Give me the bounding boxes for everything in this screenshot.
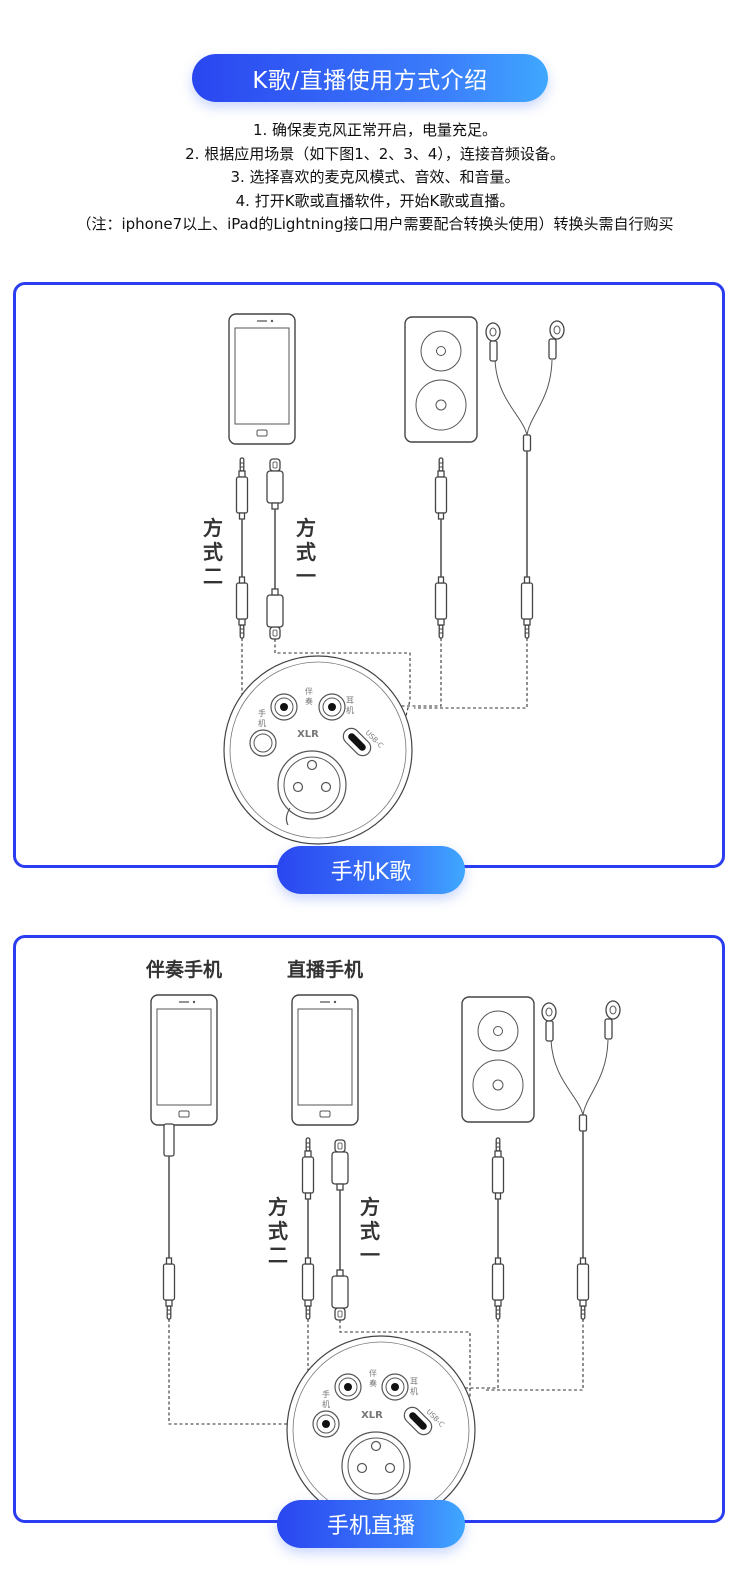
instruction-note: （注：iphone7以上、iPad的Lightning接口用户需要配合转换头使用… (76, 215, 674, 233)
port-label-accompany-1: 伴 (305, 686, 313, 696)
usb-plug-icon (266, 458, 284, 510)
phone-icon (150, 994, 218, 1126)
mode-one-char-1: 方 (360, 1195, 380, 1219)
port-label-earphone-1: 耳 (346, 696, 354, 705)
mode-two-char-1: 方 (203, 516, 223, 540)
port-label-phone-2: 机 (322, 1399, 330, 1409)
mode-one-char-3: 一 (296, 564, 316, 588)
jack-icon (578, 1258, 589, 1319)
instruction-1: 1. 确保麦克风正常开启，电量充足。 (252, 121, 498, 139)
jack-icon (522, 577, 533, 638)
port-label-phone-1: 手 (258, 708, 266, 718)
phone-icon (291, 994, 359, 1126)
microphone-base-icon (286, 1335, 476, 1520)
mode-one-char-1: 方 (296, 516, 316, 540)
xlr-label: XLR (361, 1410, 383, 1421)
phone-icon (228, 313, 296, 445)
mode-one-char-2: 式 (360, 1219, 380, 1243)
jack-icon (493, 1258, 504, 1319)
earphones-icon (485, 320, 565, 452)
usb-plug-icon (332, 1270, 348, 1320)
instruction-2: 2. 根据应用场景（如下图1、2、3、4），连接音频设备。 (185, 144, 565, 163)
jack-icon (303, 1258, 314, 1319)
mode-two-char-2: 式 (203, 540, 223, 564)
instruction-3: 3. 选择喜欢的麦克风模式、音效、和音量。 (230, 168, 520, 186)
jack-icon (164, 1258, 175, 1319)
port-label-accompany-2: 奏 (305, 696, 313, 706)
mode-one-char-3: 一 (360, 1243, 380, 1267)
page-title: K歌/直播使用方式介绍 (192, 54, 548, 102)
jack-icon (436, 577, 447, 638)
mode-two-char-2: 式 (268, 1219, 288, 1243)
mode-one-char-2: 式 (296, 540, 316, 564)
instructions: 1. 确保麦克风正常开启，电量充足。 2. 根据应用场景（如下图1、2、3、4）… (0, 119, 750, 237)
jack-icon (434, 457, 448, 520)
xlr-label: XLR (297, 729, 319, 740)
port-label-accompany-1: 伴 (369, 1368, 377, 1378)
mode-two-char-1: 方 (268, 1195, 288, 1219)
usb-plug-icon (267, 589, 283, 639)
karaoke-diagram (223, 313, 565, 845)
live-diagram (150, 994, 621, 1520)
live-mode-label: 手机直播 (277, 1500, 465, 1548)
port-label-accompany-2: 奏 (369, 1378, 377, 1388)
jack-icon (237, 577, 248, 638)
speaker-icon (461, 996, 535, 1123)
microphone-base-icon (223, 655, 413, 845)
instruction-4: 4. 打开K歌或直播软件，开始K歌或直播。 (235, 191, 515, 210)
mode-two-char-3: 二 (203, 564, 223, 588)
accompany-phone-label: 伴奏手机 (145, 958, 222, 981)
port-label-earphone-2: 机 (410, 1386, 418, 1396)
speaker-icon (404, 316, 478, 443)
jack-icon (235, 457, 249, 520)
port-label-phone-2: 机 (258, 718, 266, 728)
port-label-earphone-2: 机 (346, 705, 354, 715)
usb-plug-icon (331, 1139, 349, 1191)
earphones-icon (541, 1000, 621, 1132)
jack-icon (491, 1137, 505, 1200)
jack-icon (301, 1137, 315, 1200)
port-label-earphone-1: 耳 (410, 1377, 418, 1386)
port-label-phone-1: 手 (322, 1389, 330, 1399)
mode-two-char-3: 二 (268, 1243, 288, 1267)
karaoke-mode-label: 手机K歌 (277, 846, 465, 894)
live-phone-label: 直播手机 (287, 958, 363, 981)
